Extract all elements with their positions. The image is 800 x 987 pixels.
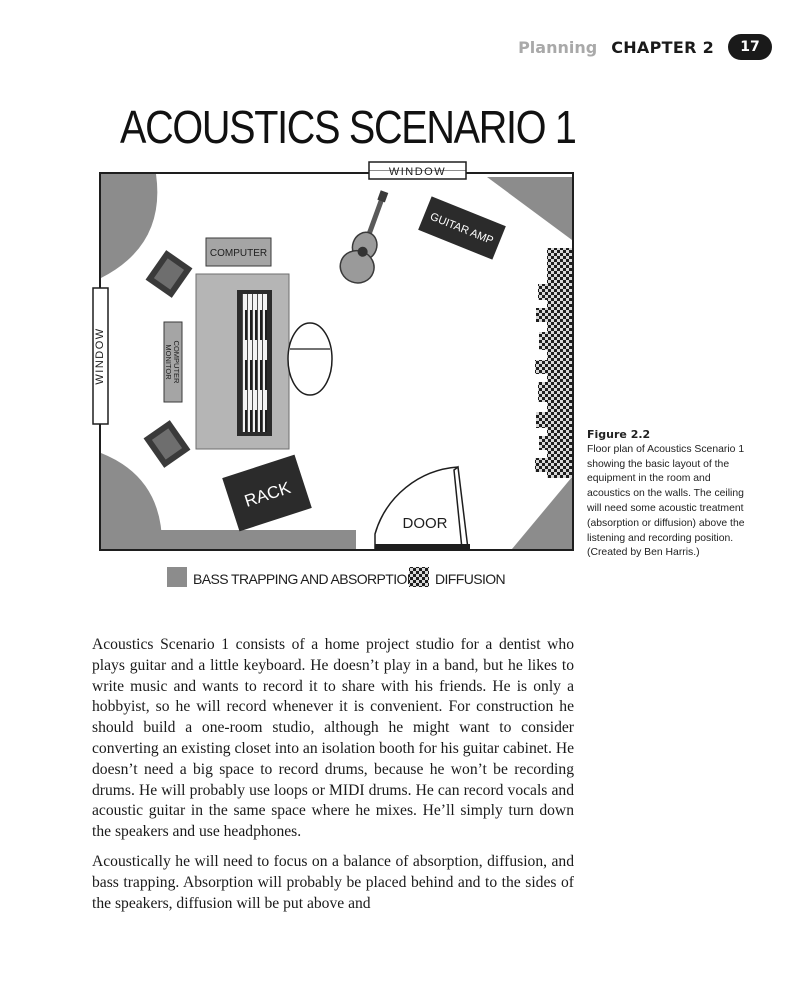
door-swing [374,466,459,549]
rack: RACK [222,454,312,532]
diffusion-panels-right [535,248,572,478]
top-window-label: WINDOW [389,166,446,178]
absorption-panel-bottom-left [104,530,200,549]
legend-label-diffusion: DIFFUSION [435,571,505,587]
legend-swatch-absorption [167,567,187,587]
bass-trap-top-right [487,177,572,240]
page-number-badge: 17 [728,34,772,60]
bass-trap-top-left [101,174,158,278]
computer [205,237,272,267]
keyboard-keys [242,294,267,432]
computer-monitor-label-line1: COMPUTER [172,341,181,385]
absorption-panel-bottom-center [200,530,356,549]
body-text: Acoustics Scenario 1 consists of a home … [92,635,574,923]
chair [287,322,333,396]
left-window [92,287,109,425]
door-threshold [375,544,470,550]
figure-title: ACOUSTICS SCENARIO 1 [120,101,577,153]
bass-trap-bottom-left [101,453,163,549]
running-header-section: Planning [518,37,598,57]
acoustic-guitar [339,190,389,284]
running-header: Planning CHAPTER 2 17 [518,34,772,60]
body-paragraph: Acoustically he will need to focus on a … [92,852,574,912]
figure-caption-number: Figure 2.2 [587,428,651,441]
left-window-label: WINDOW [94,327,106,384]
figure-caption: Figure 2.2 Floor plan of Acoustics Scena… [587,428,747,561]
legend-label-absorption: BASS TRAPPING AND ABSORPTION [193,571,416,587]
computer-label: COMPUTER [210,248,267,259]
legend-swatch-diffusion [409,567,429,587]
computer-monitor [163,321,183,403]
computer-monitor-label-line2: MONITOR [164,344,173,380]
figure-caption-text: Floor plan of Acoustics Scenario 1 showi… [587,443,745,559]
floor-plan-diagram: WINDOW WINDOW GUITAR AMP COMPUTER [92,161,574,587]
body-paragraph: Acoustics Scenario 1 consists of a home … [92,636,574,841]
running-header-chapter: CHAPTER 2 [611,37,714,57]
door-label: DOOR [403,515,448,532]
speaker-upper [145,250,193,298]
speaker-lower [143,420,191,468]
bass-trap-bottom-right [512,477,572,549]
